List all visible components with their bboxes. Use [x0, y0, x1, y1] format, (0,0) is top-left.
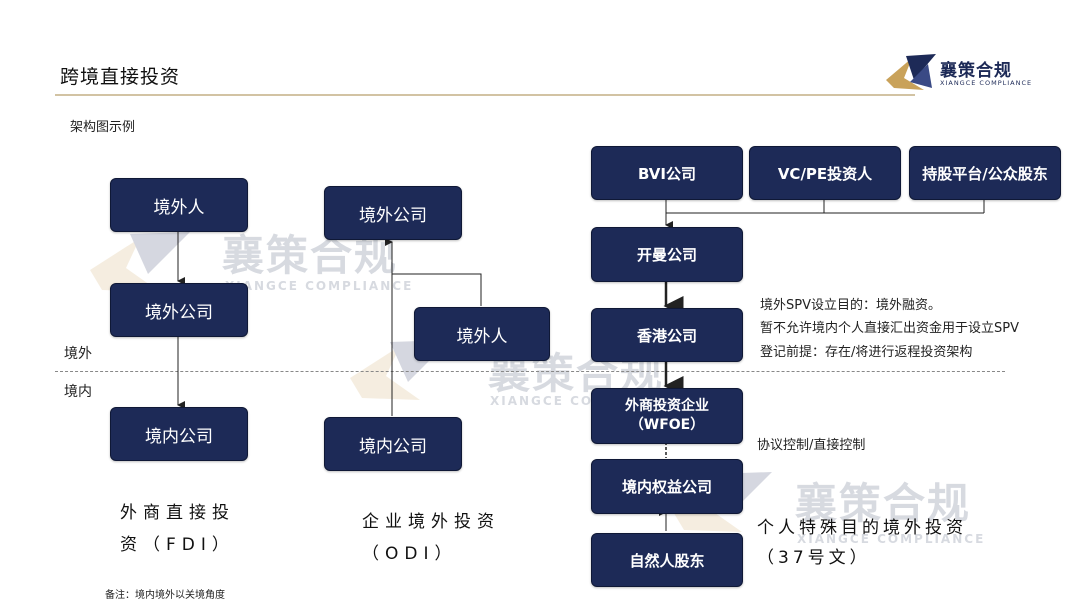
wfoe-label-line1: 外商投资企业 [625, 398, 709, 414]
zone-label-onshore: 境内 [64, 384, 92, 400]
diagram-subtitle: 架构图示例 [70, 120, 136, 135]
title-divider [55, 94, 915, 96]
odi-caption-line2: （ODI） [362, 544, 458, 564]
spv-individual-shareholder-box: 自然人股东 [591, 533, 743, 587]
zone-label-offshore: 境外 [64, 346, 92, 362]
odi-overseas-person-box: 境外人 [414, 307, 550, 361]
spv-domestic-equity-company-box: 境内权益公司 [591, 459, 743, 514]
odi-domestic-company-box: 境内公司 [324, 417, 462, 471]
watermark-text: 襄策合规 [795, 479, 972, 528]
spv-wfoe-box: 外商投资企业 （WFOE） [591, 388, 743, 444]
customs-border-line [55, 371, 1005, 372]
spv-caption-line2: （37号文） [757, 548, 871, 568]
spv-cayman-company-box: 开曼公司 [591, 227, 743, 282]
spv-note-precondition: 登记前提：存在/将进行返程投资架构 [760, 345, 973, 360]
odi-overseas-company-box: 境外公司 [324, 186, 462, 240]
logo-text: 襄策合规 [940, 61, 1012, 81]
fdi-domestic-company-box: 境内公司 [110, 407, 248, 461]
spv-note-restriction: 暂不允许境内个人直接汇出资金用于设立SPV [760, 321, 1019, 336]
page-title: 跨境直接投资 [60, 66, 181, 88]
spv-note-purpose: 境外SPV设立目的：境外融资。 [760, 298, 941, 313]
spv-bvi-company-box: BVI公司 [591, 146, 743, 200]
spv-hong-kong-company-box: 香港公司 [591, 308, 743, 362]
watermark-mark-icon [90, 232, 190, 292]
footnote: 备注：境内境外以关境角度 [105, 590, 225, 601]
spv-vc-pe-investor-box: VC/PE投资人 [749, 146, 901, 200]
odi-caption-line1: 企业境外投资 [362, 512, 500, 532]
logo-mark-icon [886, 54, 936, 90]
spv-caption-line1: 个人特殊目的境外投资 [757, 518, 967, 538]
wfoe-label-line2: （WFOE） [629, 417, 705, 433]
spv-shareholding-platform-box: 持股平台/公众股东 [909, 146, 1061, 200]
watermark-subtext: XIANGCE COMPLIANCE [225, 279, 414, 293]
fdi-caption-line1: 外商直接投 [120, 503, 235, 523]
fdi-overseas-company-box: 境外公司 [110, 283, 248, 337]
fdi-caption-line2: 资（FDI） [120, 535, 235, 555]
logo-subtext: XIANGCE COMPLIANCE [940, 79, 1033, 87]
fdi-overseas-person-box: 境外人 [110, 178, 248, 232]
watermark-subtext: XIANGCE COMPLIANCE [797, 532, 986, 546]
control-relationship-label: 协议控制/直接控制 [757, 438, 866, 453]
